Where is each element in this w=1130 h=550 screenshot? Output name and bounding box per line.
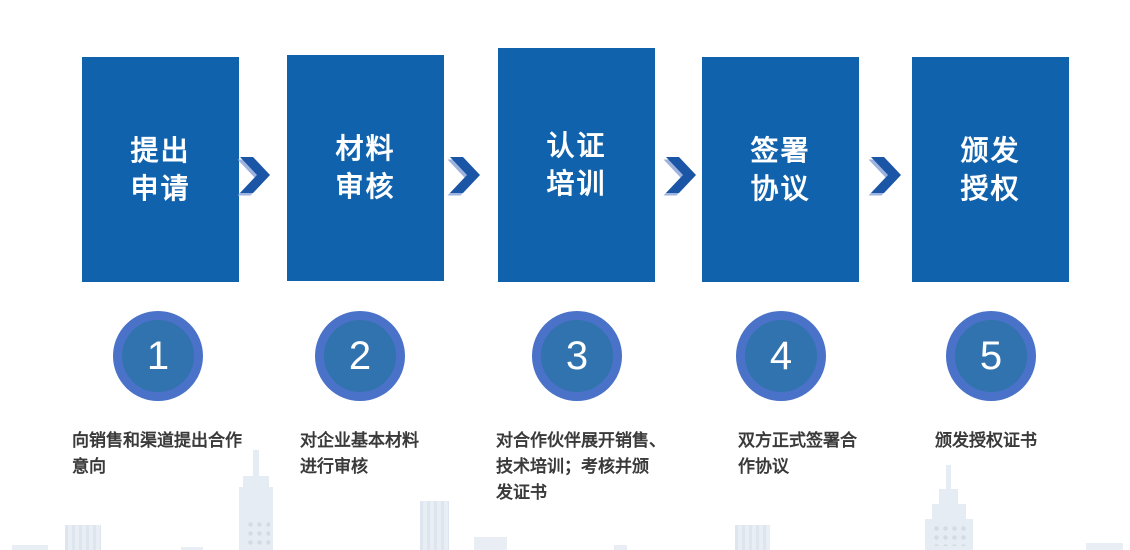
step-title: 提出 申请 xyxy=(130,134,191,204)
building xyxy=(12,545,48,550)
step-number-badge: 5 xyxy=(946,311,1036,401)
flow-chevron-icon xyxy=(237,157,270,196)
chevron-main-shape xyxy=(871,157,901,193)
step-description: 双方正式签署合 作协议 xyxy=(738,431,857,476)
step-number: 3 xyxy=(565,334,589,378)
flow-chevron-icon xyxy=(868,157,901,196)
step-number: 2 xyxy=(348,334,372,378)
building-windows xyxy=(246,520,270,546)
building xyxy=(1086,543,1123,550)
step-title: 材料 审核 xyxy=(335,133,396,202)
step-number-badge: 1 xyxy=(113,311,203,401)
chevron-main-shape xyxy=(240,157,270,193)
step-title: 认证 培训 xyxy=(546,130,607,199)
flow-chevron-icon xyxy=(447,157,480,196)
building-windows xyxy=(932,524,968,546)
step-title: 颁发 授权 xyxy=(960,134,1021,204)
step-number-badge: 2 xyxy=(315,311,405,401)
step-box-5: 颁发 授权 xyxy=(912,57,1069,282)
step-number: 5 xyxy=(979,334,1003,378)
step-number: 4 xyxy=(769,334,793,378)
step-description: 对合作伙伴展开销售、 技术培训；考核并颁 发证书 xyxy=(496,431,666,502)
step-number-badge: 3 xyxy=(532,311,622,401)
building xyxy=(735,525,770,550)
building xyxy=(420,501,449,550)
building xyxy=(65,525,101,550)
step-description: 向销售和渠道提出合作 意向 xyxy=(72,431,242,476)
building xyxy=(474,537,507,550)
step-description: 对企业基本材料 进行审核 xyxy=(300,431,419,476)
flow-chevron-icon xyxy=(663,157,696,196)
chevron-main-shape xyxy=(450,157,480,193)
step-title: 签署 协议 xyxy=(750,134,811,204)
step-box-3: 认证 培训 xyxy=(498,48,655,282)
chevron-main-shape xyxy=(666,157,696,193)
step-box-1: 提出 申请 xyxy=(82,57,239,282)
step-number: 1 xyxy=(146,334,170,378)
step-description: 颁发授权证书 xyxy=(935,431,1037,450)
step-box-2: 材料 审核 xyxy=(287,55,444,281)
building xyxy=(614,545,627,550)
step-box-4: 签署 协议 xyxy=(702,57,859,282)
step-number-badge: 4 xyxy=(736,311,826,401)
